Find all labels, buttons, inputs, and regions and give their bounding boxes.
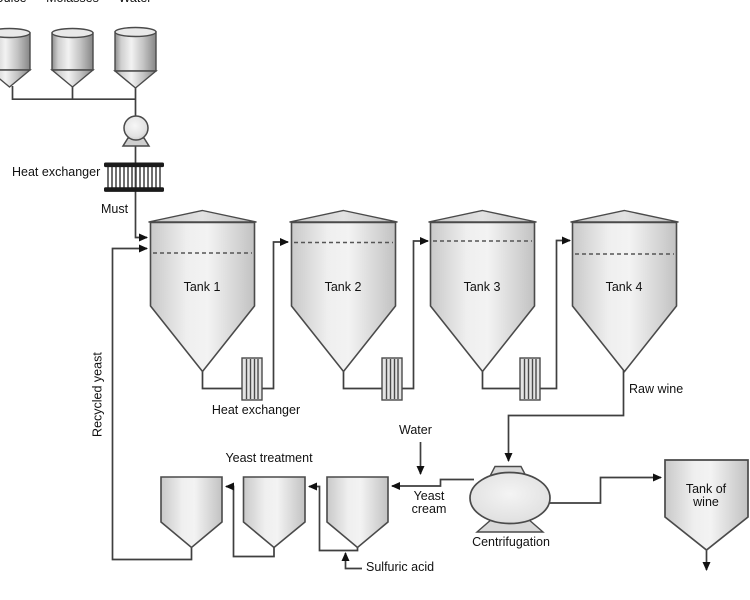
- water-label: Water: [399, 423, 432, 437]
- interstage-heat-exchanger-3-icon: [519, 357, 541, 401]
- sulfuric-acid-pipe: [341, 552, 362, 570]
- sulfuric-acid-label: Sulfuric acid: [366, 560, 435, 574]
- yeast-treatment-tank-3-shape: [326, 476, 389, 549]
- recycled-yeast-label: Recycled yeast: [90, 352, 105, 437]
- fermentation-tank-2-label: Tank 2: [324, 280, 362, 294]
- feed-manifold-pipe: [11, 86, 137, 117]
- tank1-transfer-pipe: [201, 238, 289, 390]
- yeast-cream-pipe: [391, 478, 474, 490]
- raw-wine-label: Raw wine: [629, 382, 684, 396]
- tank3-transfer-pipe: [481, 236, 571, 390]
- source-tank-water-label: Water: [107, 0, 163, 5]
- tank-of-wine-shape: [664, 459, 749, 552]
- yeast-treatment-tank-2-shape: [242, 476, 306, 549]
- recycled-yeast-pipe: [111, 244, 193, 561]
- yeast-transfer-pipe-c-to-b: [308, 482, 359, 552]
- yeast-treatment-tank-1-shape: [160, 476, 223, 549]
- yeast-transfer-pipe-b-to-a: [225, 482, 275, 558]
- fermentation-tank-1-label: Tank 1: [183, 280, 221, 294]
- heat-exchanger-top-icon: [104, 162, 164, 192]
- fermentation-tank-4-label: Tank 4: [605, 280, 643, 294]
- centrifuge-icon: [469, 465, 551, 533]
- yeast-treatment-label: Yeast treatment: [225, 451, 313, 465]
- must-label: Must: [101, 202, 129, 216]
- heat-exchanger-top-label: Heat exchanger: [12, 165, 101, 179]
- pump-icon: [121, 115, 151, 147]
- fermentation-tank-4-shape: [570, 209, 679, 373]
- interstage-heat-exchanger-1-icon: [241, 357, 263, 401]
- fermentation-tank-1-shape: [148, 209, 257, 373]
- fermentation-tank-3-shape: [428, 209, 537, 373]
- raw-wine-pipe: [504, 370, 625, 462]
- must-pipe: [134, 190, 148, 242]
- fermentation-tank-2-shape: [289, 209, 398, 373]
- source-tank-juice-label: Juice: [0, 0, 30, 5]
- heat-exchanger-bottom-label: Heat exchanger: [211, 403, 301, 417]
- yeast-cream-label: Yeast cream: [411, 489, 447, 517]
- source-tank-molasses-shape: [50, 27, 95, 88]
- source-tank-water-shape: [113, 26, 158, 89]
- tank-of-wine-label: Tank of wine: [685, 482, 727, 510]
- interstage-heat-exchanger-2-icon: [381, 357, 403, 401]
- centrifugation-label: Centrifugation: [472, 535, 550, 549]
- wine-transfer-pipe: [547, 473, 662, 504]
- source-tank-molasses-label: Molasses: [40, 0, 105, 5]
- fermentation-tank-3-label: Tank 3: [463, 280, 501, 294]
- tank2-transfer-pipe: [342, 237, 429, 390]
- source-tank-juice-shape: [0, 27, 32, 88]
